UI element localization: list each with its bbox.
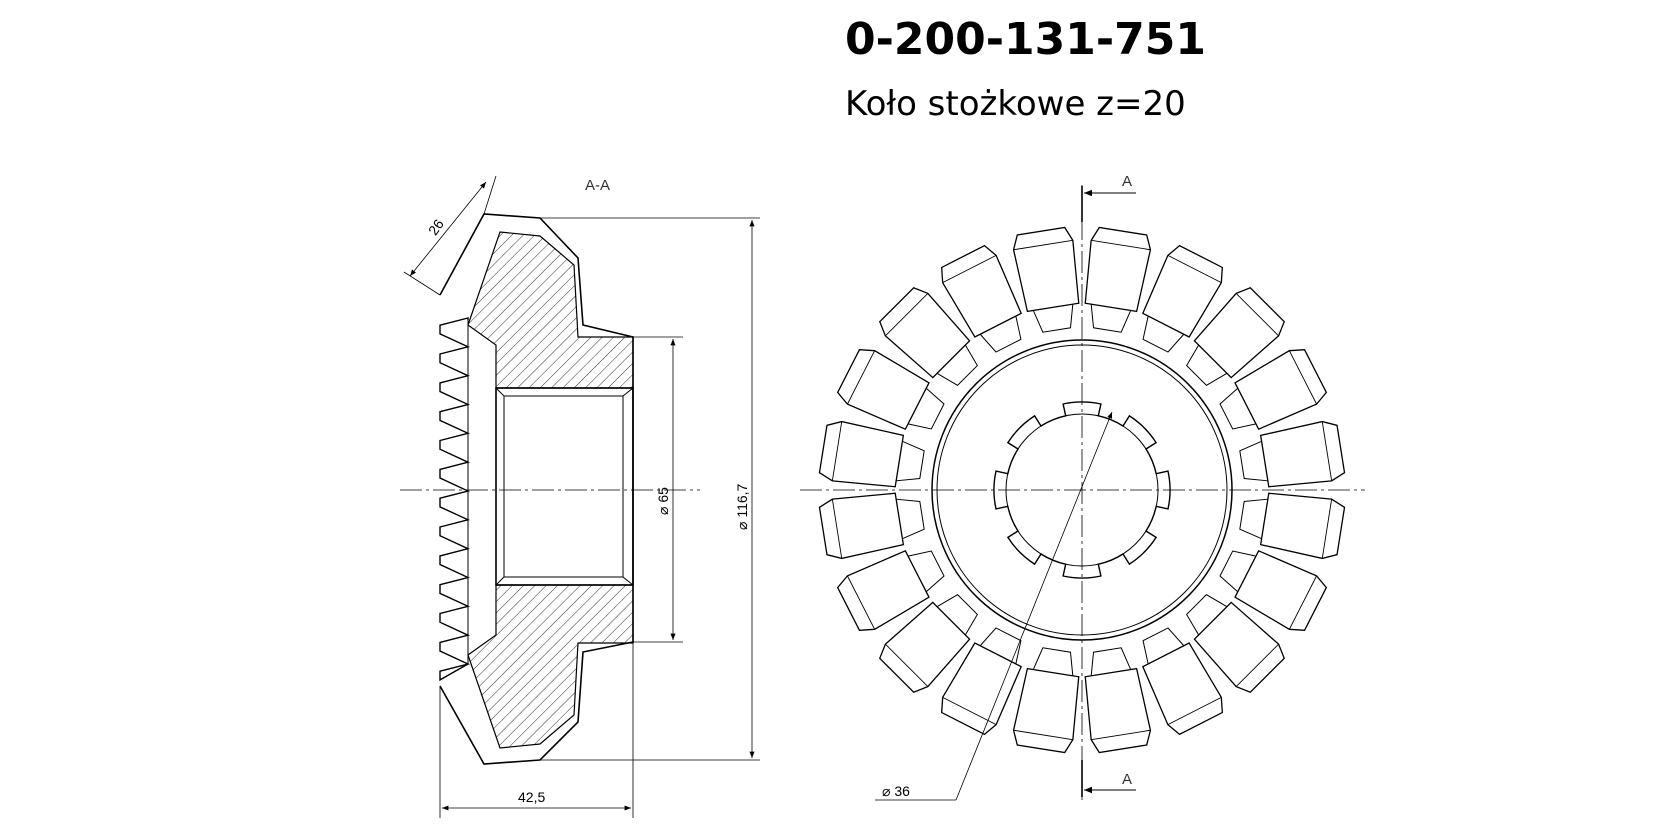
gear-tooth [1141, 627, 1224, 736]
dim-outer-diameter: ⌀ 116,7 [540, 217, 760, 761]
svg-text:A: A [1122, 173, 1132, 190]
svg-text:⌀ 36: ⌀ 36 [882, 783, 910, 799]
gear-tooth [818, 492, 925, 560]
gear-tooth [1186, 287, 1285, 386]
gear-tooth [1084, 647, 1152, 754]
gear-tooth [1219, 549, 1328, 632]
gear-tooth [836, 549, 945, 632]
cut-marker-bottom: A [1081, 760, 1136, 797]
gear-tooth [1219, 348, 1328, 431]
gear-tooth [940, 627, 1023, 736]
gear-tooth [1012, 647, 1080, 754]
gear-tooth [940, 244, 1023, 353]
svg-text:A: A [1122, 771, 1132, 788]
cut-marker-top: A [1081, 173, 1136, 222]
gear-tooth [1239, 420, 1346, 488]
part-name: Koło stożkowe z=20 [845, 84, 1186, 124]
dim-bore-diameter: ⌀ 65 [633, 336, 683, 643]
bore [495, 387, 634, 586]
gear-tooth [879, 287, 978, 386]
part-number: 0-200-131-751 [845, 14, 1206, 65]
gear-tooth [1141, 244, 1224, 353]
svg-text:⌀ 65: ⌀ 65 [655, 487, 671, 515]
gear-tooth [1239, 492, 1346, 560]
gear-tooth [818, 420, 925, 488]
bore-chamfer [503, 395, 624, 578]
dim-total-length: 42,5 [439, 642, 634, 818]
front-view: A A ⌀ 36 [800, 173, 1365, 801]
upper-hatch [467, 231, 634, 389]
lower-hatch [467, 584, 634, 749]
dim-spline-diameter: ⌀ 36 [875, 411, 1113, 801]
section-label: A-A [585, 177, 610, 194]
svg-text:42,5: 42,5 [518, 789, 545, 805]
tooth-profile [439, 317, 471, 682]
section-view: A-A 26 ⌀ 65 [400, 175, 760, 818]
gear-tooth [1012, 226, 1080, 333]
svg-text:⌀ 116,7: ⌀ 116,7 [734, 483, 750, 530]
gear-tooth [1186, 594, 1285, 693]
gear-tooth [836, 348, 945, 431]
gear-tooth [879, 594, 978, 693]
gear-tooth [1084, 226, 1152, 333]
